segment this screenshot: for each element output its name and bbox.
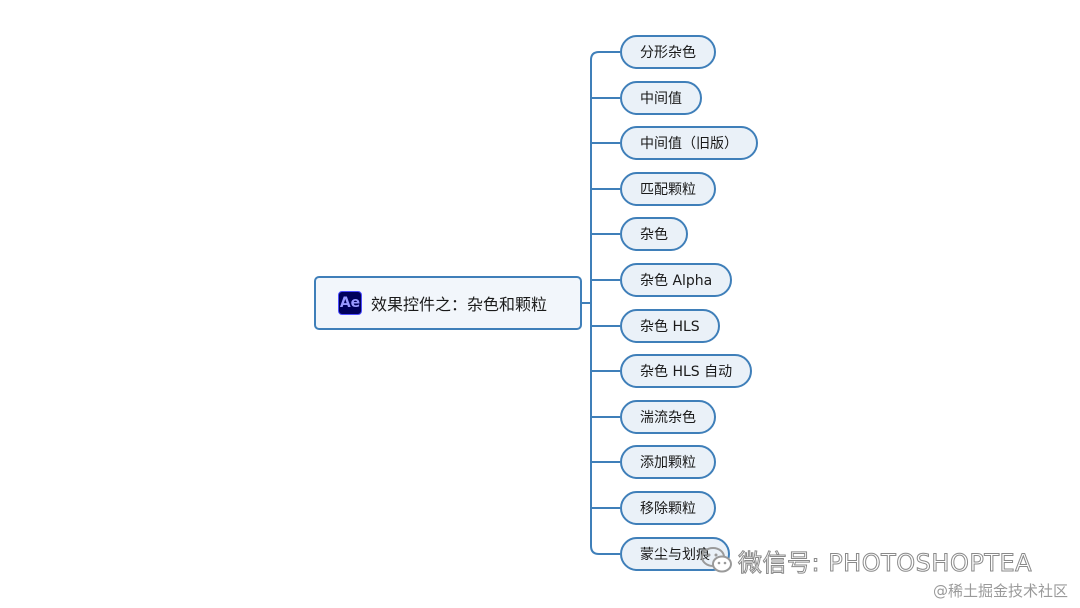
subtopic-node[interactable]: 杂色 HLS 自动 <box>620 354 753 388</box>
subtopic-label: 蒙尘与划痕 <box>640 547 710 563</box>
site-watermark: @稀土掘金技术社区 <box>932 582 1068 600</box>
connector-line <box>590 51 620 61</box>
subtopic-node[interactable]: 中间值（旧版） <box>620 126 758 160</box>
connector-line <box>590 545 620 555</box>
subtopic-label: 杂色 HLS <box>640 319 700 335</box>
subtopic-label: 中间值（旧版） <box>640 136 738 152</box>
subtopic-node[interactable]: 中间值 <box>620 81 702 115</box>
after-effects-logo-icon: Ae <box>338 291 362 315</box>
wechat-watermark: 微信号: PHOTOSHOPTEA <box>700 540 1032 580</box>
subtopic-node[interactable]: 移除颗粒 <box>620 491 716 525</box>
subtopic-label: 添加颗粒 <box>640 455 696 471</box>
subtopic-label: 匹配颗粒 <box>640 182 696 198</box>
subtopic-label: 杂色 <box>640 227 668 243</box>
subtopic-node[interactable]: 湍流杂色 <box>620 400 716 434</box>
wechat-icon <box>701 547 732 573</box>
subtopic-label: 分形杂色 <box>640 45 696 61</box>
subtopic-label: 湍流杂色 <box>640 410 696 426</box>
subtopic-node[interactable]: 杂色 HLS <box>620 309 720 343</box>
subtopic-label: 杂色 HLS 自动 <box>640 364 733 380</box>
subtopic-node[interactable]: 匹配颗粒 <box>620 172 716 206</box>
root-topic-label: 效果控件之：杂色和颗粒 <box>371 295 548 314</box>
subtopic-label: 移除颗粒 <box>640 501 696 517</box>
subtopic-node[interactable]: 分形杂色 <box>620 35 716 69</box>
subtopic-label: 杂色 Alpha <box>640 273 713 289</box>
subtopic-label: 中间值 <box>640 91 682 107</box>
watermark-text: 微信号: PHOTOSHOPTEA <box>737 548 1033 577</box>
subtopic-node[interactable]: 添加颗粒 <box>620 445 716 479</box>
subtopic-node[interactable]: 杂色 <box>620 217 688 251</box>
root-topic[interactable]: Ae 效果控件之：杂色和颗粒 <box>314 276 582 330</box>
subtopic-node[interactable]: 杂色 Alpha <box>620 263 733 297</box>
